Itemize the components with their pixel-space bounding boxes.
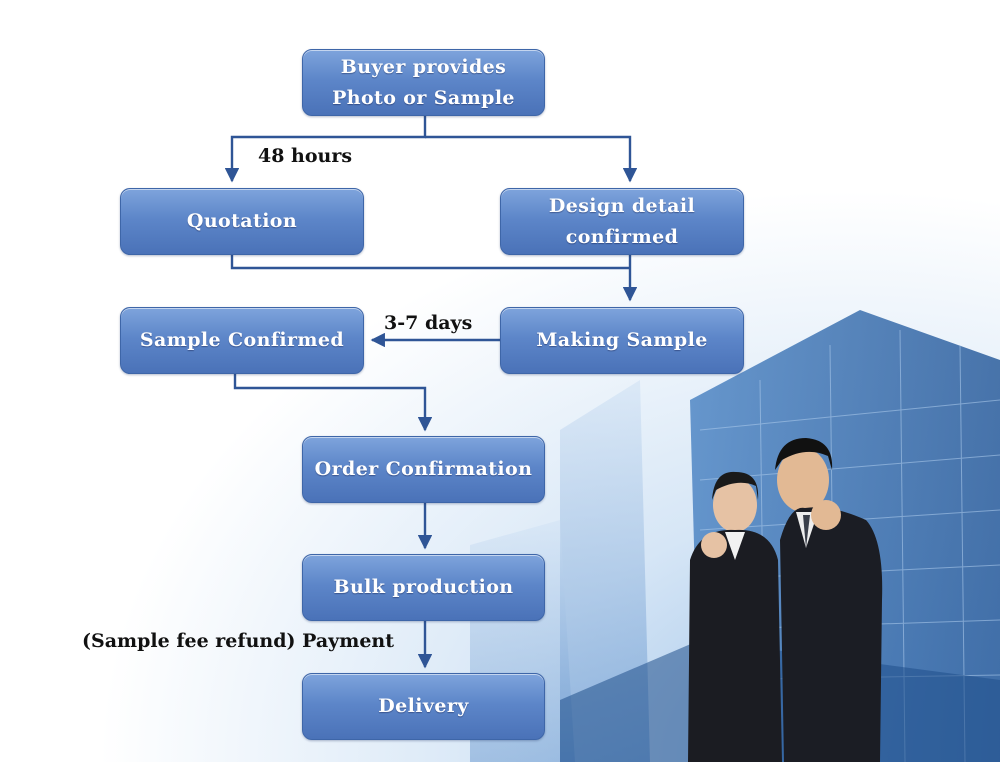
label-3-7-days: 3-7 days [384,312,473,334]
label-48-hours: 48 hours [258,145,353,167]
step-buyer-provides: Buyer provides Photo or Sample [302,49,545,116]
step-buyer-line1: Buyer provides [340,55,507,78]
step-order-confirmation-label: Order Confirmation [314,458,533,480]
step-making-sample-label: Making Sample [536,329,708,351]
step-quotation-label: Quotation [186,210,298,232]
step-bulk-production: Bulk production [302,554,545,621]
step-order-confirmation: Order Confirmation [302,436,545,503]
connector-quotation-to-making [230,254,630,270]
label-payment: (Sample fee refund) Payment [82,630,394,652]
step-design-line1: Design detail [548,194,696,217]
step-delivery: Delivery [302,673,545,740]
connector-buyer-to-design [425,135,638,183]
step-sample-confirmed: Sample Confirmed [120,307,364,374]
step-delivery-label: Delivery [378,695,469,717]
connector-buyer-to-quotation [224,115,427,183]
step-bulk-production-label: Bulk production [333,576,514,598]
step-sample-confirmed-label: Sample Confirmed [139,329,345,351]
step-design-detail: Design detail confirmed [500,188,744,255]
connector-sample-confirmed-to-order [233,373,433,432]
step-buyer-line2: Photo or Sample [332,86,515,109]
step-design-line2: confirmed [565,225,679,248]
step-making-sample: Making Sample [500,307,744,374]
step-quotation: Quotation [120,188,364,255]
